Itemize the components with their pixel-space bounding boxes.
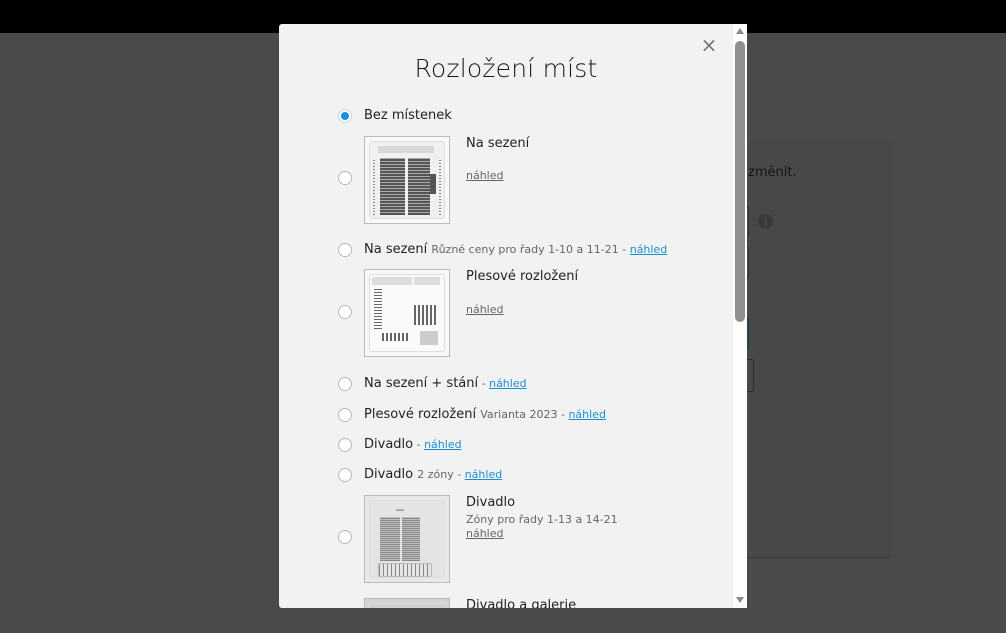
radio-divadlo[interactable]	[338, 438, 352, 452]
preview-link[interactable]: náhled	[568, 408, 606, 421]
radio-divadlo-2-zony[interactable]	[338, 468, 352, 482]
radio-plesove-2023[interactable]	[338, 408, 352, 422]
preview-link[interactable]: náhled	[424, 438, 462, 451]
radio-divadlo-zony-card[interactable]	[338, 530, 352, 544]
info-icon: i	[758, 214, 773, 229]
option-title: Na sezení	[466, 136, 530, 151]
theatre-zones-thumbnail[interactable]	[364, 495, 450, 583]
option-title: Plesové rozložení	[466, 269, 579, 284]
option-label: Divadlo 2 zóny - náhled	[364, 467, 503, 482]
radio-na-sezeni-card[interactable]	[338, 171, 352, 185]
seating-plan-thumbnail[interactable]	[364, 136, 450, 224]
scroll-down-arrow-icon[interactable]	[736, 597, 744, 603]
preview-link[interactable]: náhled	[466, 169, 504, 182]
ball-layout-thumbnail[interactable]	[364, 269, 450, 357]
close-icon[interactable]: ×	[700, 33, 718, 57]
option-title: Divadlo a galerie	[466, 598, 577, 608]
radio-bez-mistenek[interactable]	[338, 109, 352, 123]
option-title: Divadlo	[466, 495, 516, 510]
radio-na-sezeni-stani[interactable]	[338, 377, 352, 391]
preview-link[interactable]: náhled	[629, 243, 668, 256]
option-label: Bez místenek	[364, 108, 452, 123]
radio-plesove-card[interactable]	[338, 305, 352, 319]
option-subtitle: Zóny pro řady 1-13 a 14-21	[466, 513, 618, 526]
modal-scrollbar[interactable]	[733, 24, 747, 608]
scroll-up-arrow-icon[interactable]	[736, 28, 744, 34]
preview-link[interactable]: náhled	[464, 468, 503, 481]
seat-layout-modal: × Rozložení míst Bez místenek Na sezení …	[279, 24, 747, 608]
option-label: Na sezení Různé ceny pro řady 1-10 a 11-…	[364, 242, 668, 257]
option-label: Plesové rozložení Varianta 2023 - náhled	[364, 407, 606, 422]
option-label: Divadlo - náhled	[364, 437, 462, 452]
option-label: Na sezení + stání - náhled	[364, 376, 527, 391]
preview-link[interactable]: náhled	[466, 303, 504, 316]
modal-title: Rozložení míst	[414, 54, 598, 83]
preview-link[interactable]: náhled	[489, 377, 527, 390]
preview-link[interactable]: náhled	[466, 527, 504, 540]
theatre-gallery-thumbnail[interactable]	[364, 598, 450, 608]
radio-na-sezeni-ceny[interactable]	[338, 243, 352, 257]
scrollbar-thumb[interactable]	[735, 41, 745, 322]
background-text: změnit.	[748, 165, 797, 180]
